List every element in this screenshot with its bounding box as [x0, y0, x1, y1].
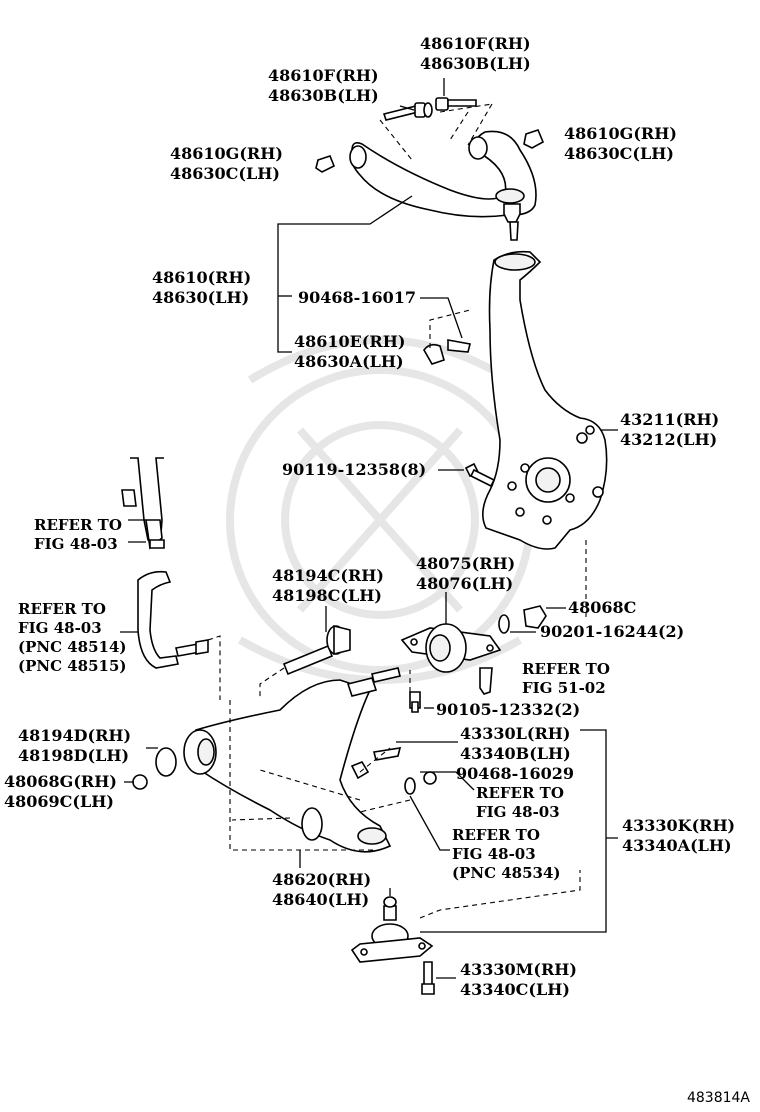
label-ball-joint-l: 43330L(RH) 43340B(LH) [460, 724, 571, 764]
label-nut-left: 48610G(RH) 48630C(LH) [170, 144, 283, 184]
label-knuckle: 43211(RH) 43212(LH) [620, 410, 719, 450]
figure-link[interactable]: FIG 48-03 [452, 845, 536, 863]
part-number-rh: 48610(RH) [152, 268, 252, 287]
part-number: 90201-16244(2) [540, 622, 685, 641]
upper-control-arm [349, 130, 537, 241]
part-number-lh: 48630C(LH) [564, 144, 674, 163]
figure-id: 483814A [686, 1090, 750, 1106]
part-number-rh: 43330L(RH) [460, 724, 571, 743]
label-nut-g: 48068G(RH) 48069C(LH) [4, 772, 117, 812]
label-top-bolt: 48610F(RH) 48630B(LH) [420, 34, 531, 74]
refer-fig-48-03-c[interactable]: REFER TO FIG 48-03 (PNC 48534) [452, 826, 561, 883]
label-upper-bushing: 48610E(RH) 48630A(LH) [294, 332, 405, 372]
part-number-rh: 48610E(RH) [294, 332, 406, 351]
part-number-rh: 48194C(RH) [272, 566, 384, 585]
part-number: 90468-16029 [456, 764, 574, 783]
part-number-lh: 48630A(LH) [294, 352, 404, 371]
label-48068c: 48068C [568, 598, 636, 618]
part-number-lh: 43340C(LH) [460, 980, 570, 999]
part-number-rh: 48610G(RH) [170, 144, 283, 163]
figure-link[interactable]: FIG 48-03 [18, 619, 102, 637]
refer-fig-48-03-pnc[interactable]: REFER TO FIG 48-03 (PNC 48514) (PNC 4851… [18, 600, 127, 676]
part-number: 90105-12332(2) [436, 700, 581, 719]
label-nut-right: 48610G(RH) 48630C(LH) [564, 124, 677, 164]
label-90468-16029: 90468-16029 [456, 764, 574, 784]
label-90201-washer: 90201-16244(2) [540, 622, 684, 642]
cam-bolt [282, 624, 351, 676]
part-number-lh: 48630B(LH) [420, 54, 531, 73]
refer-text: REFER TO [18, 600, 106, 618]
refer-fig-48-03-a[interactable]: REFER TO FIG 48-03 [34, 516, 122, 554]
part-number-lh: 48630C(LH) [170, 164, 280, 183]
part-number: 90468-16017 [298, 288, 416, 307]
part-number-lh: 48630B(LH) [268, 86, 379, 105]
label-washer-d: 48194D(RH) 48198D(LH) [18, 726, 131, 766]
label-lower-arm: 48620(RH) 48640(LH) [272, 870, 371, 910]
pnc-ref: (PNC 48514) [18, 638, 127, 656]
label-90105-bolt: 90105-12332(2) [436, 700, 580, 720]
part-number-lh: 48630(LH) [152, 288, 250, 307]
part-number-rh: 48610F(RH) [420, 34, 531, 53]
figure-link[interactable]: FIG 51-02 [522, 679, 606, 697]
lower-control-arm [183, 667, 401, 853]
label-bracket: 48075(RH) 48076(LH) [416, 554, 515, 594]
refer-text: REFER TO [34, 516, 122, 534]
part-number-rh: 48194D(RH) [18, 726, 132, 745]
refer-text: REFER TO [522, 660, 610, 678]
label-90119-bolt: 90119-12358(8) [282, 460, 426, 480]
tie-rod-reference-part [121, 457, 165, 550]
part-number-lh: 43340B(LH) [460, 744, 571, 763]
label-ball-joint-m: 43330M(RH) 43340C(LH) [460, 960, 577, 1000]
part-number: 48068C [568, 598, 637, 617]
part-number-lh: 48076(LH) [416, 574, 514, 593]
part-number: 90119-12358(8) [282, 460, 427, 479]
lower-ball-joint [350, 896, 434, 963]
upper-arm-bolts [315, 97, 545, 173]
part-number-rh: 48610G(RH) [564, 124, 677, 143]
part-number-rh: 43211(RH) [620, 410, 720, 429]
part-number-rh: 48610F(RH) [268, 66, 379, 85]
label-90468-16017: 90468-16017 [298, 288, 416, 308]
steering-knuckle [482, 250, 608, 550]
refer-text: REFER TO [476, 784, 564, 802]
refer-fig-48-03-b[interactable]: REFER TO FIG 48-03 [476, 784, 564, 822]
part-number-rh: 48068G(RH) [4, 772, 117, 791]
part-number-lh: 48069C(LH) [4, 792, 114, 811]
figure-link[interactable]: FIG 48-03 [476, 803, 560, 821]
refer-fig-51-02[interactable]: REFER TO FIG 51-02 [522, 660, 610, 698]
stabilizer-link-reference [137, 570, 209, 669]
part-number-lh: 43212(LH) [620, 430, 718, 449]
part-number-rh: 43330M(RH) [460, 960, 577, 979]
label-ball-joint-k: 43330K(RH) 43340A(LH) [622, 816, 735, 856]
part-number-lh: 48198C(LH) [272, 586, 382, 605]
pnc-ref: (PNC 48515) [18, 657, 127, 675]
pnc-ref: (PNC 48534) [452, 864, 561, 882]
part-number-rh: 43330K(RH) [622, 816, 736, 835]
part-number-rh: 48075(RH) [416, 554, 516, 573]
part-number-lh: 48198D(LH) [18, 746, 130, 765]
part-number-lh: 48640(LH) [272, 890, 370, 909]
label-upper-arm: 48610(RH) 48630(LH) [152, 268, 251, 308]
part-number-rh: 48620(RH) [272, 870, 372, 889]
label-left-bolt: 48610F(RH) 48630B(LH) [268, 66, 379, 106]
label-cam-bolt: 48194C(RH) 48198C(LH) [272, 566, 384, 606]
refer-text: REFER TO [452, 826, 540, 844]
part-number-lh: 43340A(LH) [622, 836, 732, 855]
figure-link[interactable]: FIG 48-03 [34, 535, 118, 553]
